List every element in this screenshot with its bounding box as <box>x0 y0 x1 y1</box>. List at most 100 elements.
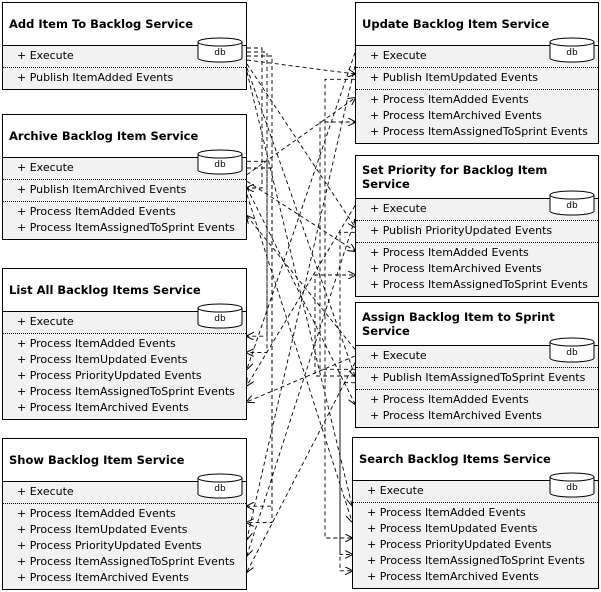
process-event-operation: + Process ItemAdded Events <box>17 337 176 350</box>
database-label: db <box>214 48 226 58</box>
process-events-section: + Process ItemAdded Events + Process Item… <box>356 89 598 143</box>
process-event-operation: + Process ItemAdded Events <box>370 393 529 406</box>
process-event-operation: + Process ItemAdded Events <box>17 507 176 520</box>
process-event-operation: + Process ItemAssignedToSprint Events <box>370 125 588 138</box>
publish-event-operation: + Publish ItemArchived Events <box>17 183 187 196</box>
event-flow-arrow <box>247 52 356 369</box>
event-flow-arrow <box>247 51 268 336</box>
event-flow-arrow <box>247 55 273 506</box>
event-flow-arrow <box>247 216 356 350</box>
set-priority-for-backlog-item-service: Set Priority for Backlog Item Service+ E… <box>355 155 599 297</box>
database-icon: db <box>197 303 243 329</box>
database-label: db <box>214 484 226 494</box>
process-event-operation: + Process PriorityUpdated Events <box>367 538 552 551</box>
event-flow-arrow <box>246 71 352 505</box>
database-icon: db <box>197 149 243 175</box>
service-title: Show Backlog Item Service <box>3 439 246 481</box>
database-label: db <box>566 201 578 211</box>
show-backlog-item-service: Show Backlog Item Service + Execute db + Pr… <box>2 438 247 590</box>
event-flow-arrow <box>339 231 355 554</box>
operations-section: + Execute db <box>3 149 246 179</box>
database-icon: db <box>197 473 243 499</box>
execute-operation: + Execute <box>17 315 74 328</box>
database-icon: db <box>197 37 243 63</box>
event-flow-arrow <box>339 382 355 571</box>
process-event-operation: + Process ItemAssignedToSprint Events <box>370 278 588 291</box>
process-event-operation: + Process ItemAssignedToSprint Events <box>17 385 235 398</box>
process-event-operation: + Process ItemAssignedToSprint Events <box>367 554 585 567</box>
execute-operation: + Execute <box>370 349 427 362</box>
service-title: Set Priority for Backlog Item Service <box>356 156 598 198</box>
event-flow-arrow <box>247 47 263 188</box>
event-flow-arrow <box>247 65 356 539</box>
database-icon: db <box>549 337 595 363</box>
publish-event-operation: + Publish ItemAssignedToSprint Events <box>370 371 586 384</box>
event-flow-arrow <box>247 355 356 402</box>
publish-event-operation: + Publish ItemAdded Events <box>17 71 174 84</box>
publish-events-section: + Publish ItemAdded Events <box>3 67 246 89</box>
publish-events-section: + Publish ItemArchived Events <box>3 179 246 201</box>
event-flow-arrow <box>246 59 355 74</box>
service-title: Update Backlog Item Service <box>356 3 598 45</box>
database-label: db <box>214 314 226 324</box>
service-title: Archive Backlog Item Service <box>3 115 246 157</box>
process-event-operation: + Process ItemArchived Events <box>17 571 189 584</box>
operations-section: + Execute db <box>3 303 246 333</box>
process-event-operation: + Process ItemUpdated Events <box>17 353 188 366</box>
database-icon: db <box>549 37 595 63</box>
operations-section: + Execute db <box>353 472 598 502</box>
process-event-operation: + Process ItemUpdated Events <box>367 522 538 535</box>
publish-event-operation: + Publish PriorityUpdated Events <box>370 224 553 237</box>
execute-operation: + Execute <box>367 484 424 497</box>
database-icon: db <box>549 190 595 216</box>
event-flow-arrow <box>246 63 355 227</box>
event-flow-arrow <box>319 122 355 370</box>
process-event-operation: + Process ItemArchived Events <box>370 262 542 275</box>
operations-section: + Execute db <box>3 37 246 67</box>
database-label: db <box>566 348 578 358</box>
service-title: Search Backlog Items Service <box>353 438 598 480</box>
execute-operation: + Execute <box>370 202 427 215</box>
process-events-section: + Process ItemAdded Events+ Process Item… <box>356 242 598 296</box>
operations-section: + Execute db <box>356 190 598 220</box>
event-flow-arrow <box>247 167 273 523</box>
operations-section: + Execute db <box>356 337 598 367</box>
publish-events-section: + Publish ItemAssignedToSprint Events <box>356 367 598 389</box>
event-flow-arrow <box>246 194 352 522</box>
assign-backlog-item-to-sprint-service: Assign Backlog Item to Sprint Service+ E… <box>355 302 599 428</box>
process-event-operation: + Process ItemArchived Events <box>367 570 539 583</box>
database-label: db <box>214 160 226 170</box>
execute-operation: + Execute <box>17 49 74 62</box>
execute-operation: + Execute <box>370 49 427 62</box>
event-flow-arrow <box>246 180 355 251</box>
service-title: Assign Backlog Item to Sprint Service <box>356 303 598 345</box>
event-flow-arrow <box>314 275 355 377</box>
process-events-section: + Process ItemAdded Events+ Process Item… <box>3 201 246 239</box>
process-event-operation: + Process ItemArchived Events <box>370 109 542 122</box>
process-events-section: + Process ItemAdded Events + Process Item… <box>353 502 598 588</box>
process-event-operation: + Process ItemUpdated Events <box>17 523 188 536</box>
process-event-operation: + Process ItemAdded Events <box>17 205 176 218</box>
process-events-section: + Process ItemAdded Events + Process Item… <box>3 333 246 419</box>
database-icon: db <box>549 472 595 498</box>
operations-section: + Execute db <box>3 473 246 503</box>
process-event-operation: + Process PriorityUpdated Events <box>17 369 202 382</box>
execute-operation: + Execute <box>17 161 74 174</box>
process-event-operation: + Process ItemArchived Events <box>370 409 542 422</box>
event-flow-arrow <box>246 67 355 376</box>
publish-events-section: + Publish ItemUpdated Events <box>356 67 598 89</box>
process-event-operation: + Process ItemAdded Events <box>370 93 529 106</box>
publish-events-section: + Publish PriorityUpdated Events <box>356 220 598 242</box>
event-flow-arrow <box>247 160 268 352</box>
process-event-operation: + Process ItemAdded Events <box>367 506 526 519</box>
execute-operation: + Execute <box>17 485 74 498</box>
process-event-operation: + Process ItemArchived Events <box>17 401 189 414</box>
process-event-operation: + Process ItemAssignedToSprint Events <box>17 555 235 568</box>
database-label: db <box>566 48 578 58</box>
operations-section: + Execute db <box>356 37 598 67</box>
